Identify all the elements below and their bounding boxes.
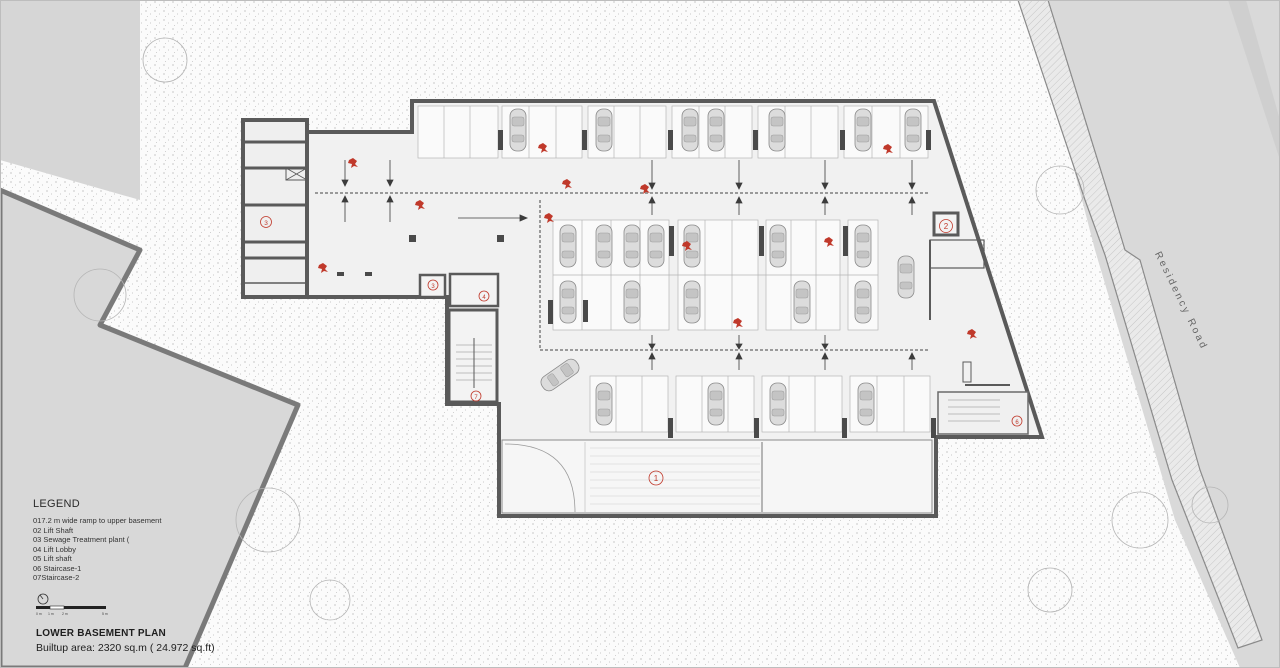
legend-item-lift-shaft-2: 05 Lift shaft bbox=[33, 554, 72, 563]
marker-ramp: 1 bbox=[648, 470, 664, 486]
ramp-area bbox=[501, 439, 933, 514]
lift-shaft-east bbox=[932, 211, 960, 237]
svg-text:1: 1 bbox=[654, 474, 659, 483]
svg-text:4: 4 bbox=[482, 295, 486, 301]
legend-item-staircase-2: 07Staircase-2 bbox=[33, 573, 80, 582]
footpath bbox=[1017, 0, 1263, 649]
legend: LEGEND 017.2 m wide ramp to upper baseme… bbox=[33, 498, 161, 583]
svg-text:7: 7 bbox=[474, 395, 478, 401]
svg-text:3: 3 bbox=[431, 284, 435, 290]
marker-staircase-2: 7 bbox=[470, 390, 482, 402]
plan-title: LOWER BASEMENT PLAN bbox=[36, 628, 166, 639]
parking-row-bottom bbox=[589, 375, 931, 433]
marker-staircase-1: 6 bbox=[1011, 415, 1023, 427]
marker-lift-shaft-east: 2 bbox=[939, 219, 953, 233]
legend-item-ramp: 017.2 m wide ramp to upper basement bbox=[33, 516, 162, 525]
legend-item-lift-lobby: 04 Lift Lobby bbox=[33, 544, 76, 554]
marker-lift-shaft-west: 3 bbox=[427, 279, 439, 291]
svg-text:3: 3 bbox=[264, 220, 268, 227]
neighbour-plot-left bbox=[0, 187, 301, 668]
legend-item-staircase-1: 06 Staircase-1 bbox=[33, 563, 82, 573]
legend-item-sewage-plant: 03 Sewage Treatment plant ( bbox=[33, 535, 130, 544]
scale-segment bbox=[64, 606, 106, 609]
lift-shaft-room bbox=[418, 273, 447, 299]
neighbour-plot-top-left bbox=[0, 0, 140, 200]
north-arrow-icon bbox=[37, 593, 49, 605]
service-block bbox=[241, 118, 309, 299]
room-markers: 1 2 3 3 4 5 6 7 bbox=[260, 216, 1023, 486]
plan-area: Builtup area: 2320 sq.m ( 24.972 sq.ft) bbox=[36, 642, 215, 654]
staircase-1 bbox=[937, 391, 1029, 435]
svg-text:6: 6 bbox=[1015, 420, 1019, 426]
marker-sewage-plant: 3 bbox=[260, 216, 272, 228]
scale-label: 0 m bbox=[36, 612, 42, 616]
scale-segment bbox=[36, 606, 50, 609]
structural-columns bbox=[337, 130, 936, 438]
scale-label: 1 m bbox=[48, 612, 54, 616]
scale-segment bbox=[49, 605, 65, 610]
legend-item-lift-shaft: 02 Lift Shaft bbox=[33, 525, 74, 535]
lift-lobby-room bbox=[448, 272, 500, 308]
road-edge bbox=[1228, 0, 1280, 160]
scale-label: 5 m bbox=[102, 612, 108, 616]
svg-text:2: 2 bbox=[944, 222, 949, 231]
basement-structure bbox=[241, 99, 1045, 518]
drive-aisle-lines bbox=[315, 192, 930, 351]
traffic-arrows bbox=[341, 160, 916, 370]
staircase-2 bbox=[447, 308, 499, 404]
legend-title: LEGEND bbox=[33, 498, 81, 510]
scale-bar: 0 m 1 m 2 m 5 m bbox=[36, 605, 108, 616]
marker-lift-lobby: 4 bbox=[478, 290, 490, 302]
scale-label: 2 m bbox=[62, 612, 68, 616]
trees bbox=[73, 37, 1229, 621]
